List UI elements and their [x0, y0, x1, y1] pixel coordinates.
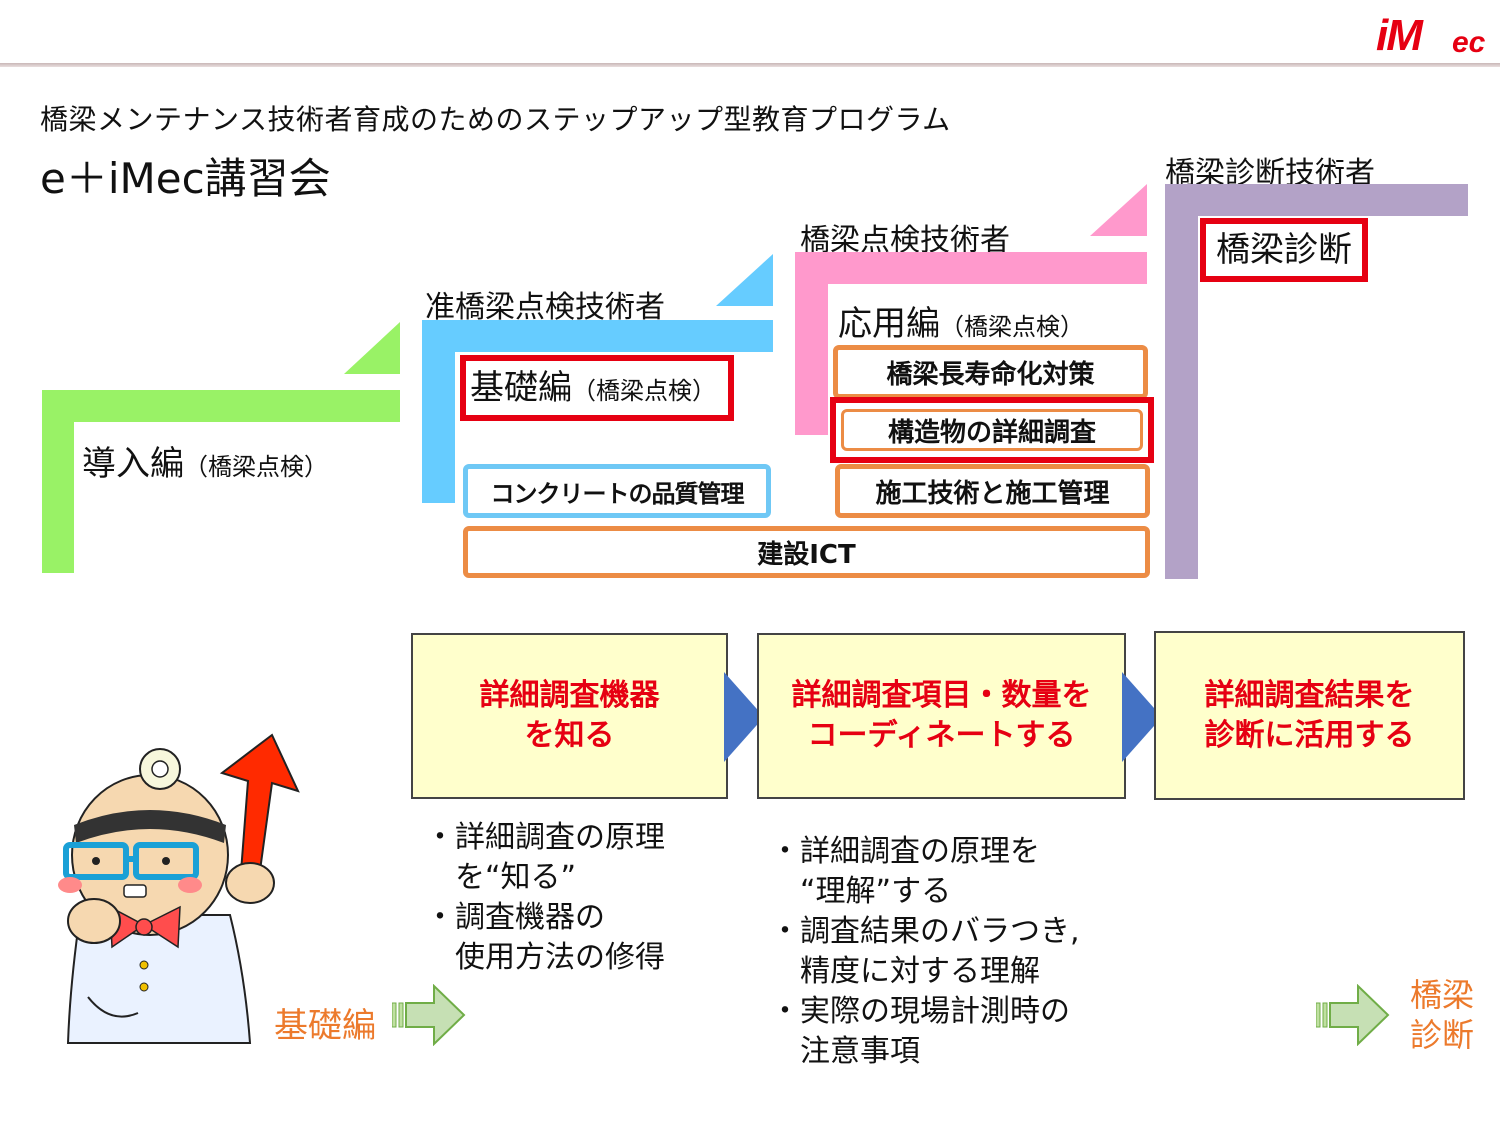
diagnostician-step-bar-side [1165, 184, 1198, 579]
inspector-step-arrowhead [1090, 184, 1147, 236]
to-diagnosis-label-line: 診断 [1410, 1016, 1475, 1054]
module-longevity: 橋梁長寿命化対策 [833, 345, 1148, 399]
flow-step-1-line-2: を知る [524, 718, 615, 753]
flow-step-3-line-2: 診断に活用する [1204, 717, 1415, 753]
intro-step-bar-side [42, 390, 74, 573]
notes-middle-line: ・調査結果のバラつき, [770, 914, 1080, 949]
to-diagnosis-label: 橋梁 診断 [1410, 975, 1474, 1055]
intro-stage-label: 導入編（橋梁点検） [82, 444, 328, 484]
page-title: e＋iMec講習会 [40, 154, 331, 203]
module-detailed-survey-label: 構造物の詳細調査 [841, 409, 1143, 451]
flow-chevron-2 [1122, 672, 1162, 762]
notes-middle-line: “理解”する [770, 874, 952, 909]
intro-step-bar-top [42, 390, 400, 422]
flow-step-2-line-1: 詳細調査項目・数量を [791, 678, 1092, 713]
flow-step-3-line-1: 詳細調査結果を [1204, 677, 1415, 713]
basic-stage-box: 基礎編（橋梁点検） [460, 355, 734, 421]
module-detailed-survey: 構造物の詳細調査 [830, 397, 1154, 463]
notes-left-line: 使用方法の修得 [425, 940, 665, 975]
notes-left-line: ・詳細調査の原理 [425, 820, 665, 855]
flow-step-2-line-2: コーディネートする [807, 718, 1076, 753]
inspector-step-bar-side [795, 252, 828, 435]
inspector-step-bar-top [795, 252, 1147, 284]
to-diagnosis-label-line: 橋梁 [1410, 976, 1475, 1014]
svg-text:ec: ec [1452, 26, 1486, 56]
module-construction: 施工技術と施工管理 [835, 464, 1150, 518]
flow-step-3: 詳細調査結果を 診断に活用する [1154, 631, 1465, 800]
diagnostician-step-bar-top [1165, 184, 1468, 216]
assoc-step-bar-top [422, 320, 773, 352]
header-divider [0, 63, 1500, 67]
notes-middle-line: ・実際の現場計測時の [770, 994, 1070, 1029]
applied-stage-label: 応用編（橋梁点検） [838, 304, 1084, 344]
doctor-mascot-illustration [58, 733, 300, 1044]
flow-step-1: 詳細調査機器 を知る [411, 633, 728, 799]
flow-step-2: 詳細調査項目・数量を コーディネートする [757, 633, 1126, 799]
from-basic-label: 基礎編 [274, 1006, 376, 1046]
program-subtitle: 橋梁メンテナンス技術者育成のためのステップアップ型教育プログラム [40, 103, 951, 136]
flow-step-1-line-1: 詳細調査機器 [479, 678, 660, 713]
notes-middle-line: 精度に対する理解 [770, 954, 1040, 989]
notes-left-line: を“知る” [425, 860, 577, 895]
to-diagnosis-arrow-icon [1316, 984, 1390, 1046]
notes-left-line: ・調査機器の [425, 900, 605, 935]
svg-text:iM: iM [1376, 11, 1424, 56]
assoc-step-arrowhead [716, 254, 773, 306]
assoc-step-bar-side [422, 320, 455, 503]
diagnosis-stage-box: 橋梁診断 [1200, 218, 1368, 282]
notes-middle-line: 注意事項 [770, 1034, 920, 1069]
module-ict: 建設ICT [463, 526, 1150, 578]
imec-logo: iM ec [1376, 11, 1486, 56]
notes-left: ・詳細調査の原理 を“知る” ・調査機器の 使用方法の修得 [425, 818, 665, 978]
assoc-inspector-level-label: 准橋梁点検技術者 [425, 290, 665, 325]
intro-step-arrowhead [344, 322, 400, 374]
flow-chevron-1 [724, 672, 764, 762]
notes-middle-line: ・詳細調査の原理を [770, 834, 1040, 869]
notes-middle: ・詳細調査の原理を “理解”する ・調査結果のバラつき, 精度に対する理解 ・実… [770, 832, 1080, 1072]
module-concrete: コンクリートの品質管理 [463, 464, 771, 518]
from-basic-arrow-icon [392, 984, 466, 1046]
